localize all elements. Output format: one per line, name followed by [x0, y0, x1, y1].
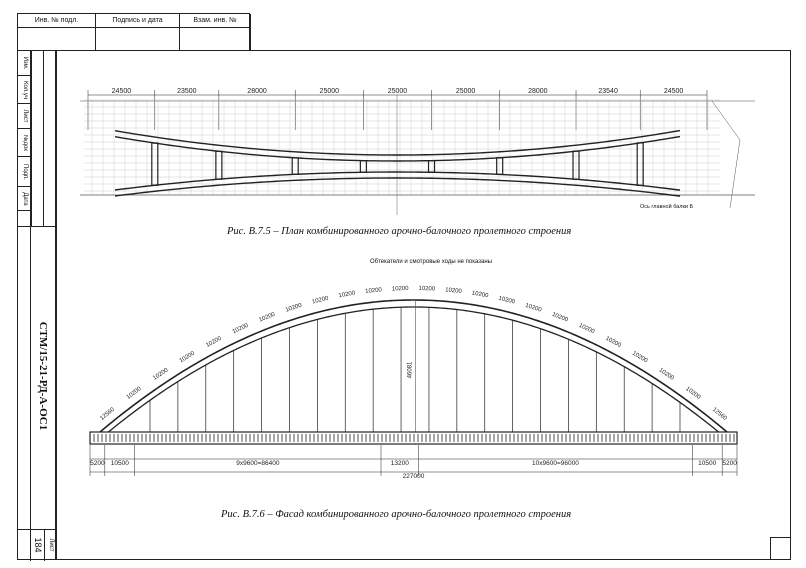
- revision-field: Кол.уч: [18, 76, 31, 104]
- deck-girder: [89, 431, 738, 445]
- arch-bottom-chord: [99, 306, 728, 440]
- revision-field: Подп.: [18, 157, 31, 187]
- arch-segment-label: 10200: [152, 367, 170, 382]
- approval-stamp: Инв. № подл. Подпись и дата Взам. инв. №: [17, 13, 251, 51]
- plan-dimension-label: 25000: [320, 88, 340, 95]
- plan-dimension-label: 24500: [664, 88, 684, 95]
- arch-segment-label: 10200: [631, 351, 649, 365]
- stamp-signature-cell: Подпись и дата: [96, 14, 180, 51]
- top-girder-edge: [114, 135, 681, 162]
- revision-field: Лист: [18, 104, 31, 129]
- bottom-dimension-label: 5200: [722, 460, 737, 467]
- arch-segment-label: 10200: [392, 286, 410, 293]
- arch-segment-label: 10200: [471, 291, 489, 300]
- arch-segment-label: 10200: [179, 350, 197, 364]
- sheet-corner-box: [770, 537, 791, 560]
- axis-leader: [729, 139, 741, 209]
- plan-dimension-label: 23500: [177, 88, 197, 95]
- arch-segment-label: 10200: [285, 303, 303, 314]
- arch-segment-label: 10200: [684, 386, 701, 401]
- top-girder: [114, 129, 681, 156]
- arch-segment-label: 10200: [658, 367, 676, 382]
- stamp-signature-label: Подпись и дата: [96, 14, 179, 28]
- arch-segment-label: 10200: [232, 323, 250, 336]
- total-length-label: 227000: [403, 473, 425, 480]
- bottom-dimension-label: 10х9600=96000: [532, 460, 579, 467]
- arch-segment-label: 10200: [205, 335, 223, 348]
- bottom-dimension-label: 9х9600=86400: [236, 460, 280, 467]
- arch-segment-label: 10200: [445, 287, 463, 295]
- bottom-dimension-label: 13200: [391, 460, 409, 467]
- bottom-dimension-label: 5200: [90, 460, 105, 467]
- plan-dimension-label: 28000: [528, 88, 548, 95]
- cross-beam: [572, 150, 580, 180]
- stamp-inv-no-cell: Инв. № подл.: [18, 14, 96, 51]
- stamp-vzam-cell: Взам. инв. №: [180, 14, 251, 51]
- bottom-dimension-label: 10500: [698, 460, 716, 467]
- bottom-girder: [114, 171, 681, 191]
- arch-segment-label: 10200: [365, 287, 383, 295]
- rise-label: 46081: [408, 361, 414, 378]
- sheet-label: Лист: [44, 529, 57, 561]
- cross-beam: [636, 142, 644, 186]
- arch-segment-label: 10200: [418, 286, 436, 293]
- bottom-girder-edge: [114, 177, 681, 197]
- cross-beam: [359, 160, 367, 173]
- cross-beam: [291, 157, 299, 175]
- axis-leader: [711, 100, 741, 141]
- plan-dimension-label: 28000: [247, 88, 267, 95]
- plan-dimension-label: 25000: [388, 88, 408, 95]
- plan-dimension-label: 23540: [598, 88, 618, 95]
- arch-segment-label: 10200: [604, 336, 622, 349]
- cross-beam: [427, 160, 436, 173]
- bottom-dimension-label: 10500: [111, 460, 129, 467]
- revision-field: Дата: [18, 187, 31, 211]
- arch-segment-label: 10200: [498, 296, 516, 306]
- arch-top-chord: [99, 299, 728, 433]
- axis-note: Ось главной балки Б: [640, 204, 694, 210]
- arch-segment-label: 10200: [126, 386, 143, 401]
- cross-beam: [151, 142, 159, 186]
- arch-segment-label: 10200: [524, 303, 542, 314]
- stamp-vzam-label: Взам. инв. №: [180, 14, 250, 28]
- facade-caption: Рис. В.7.6 – Фасад комбинированного ароч…: [221, 509, 572, 520]
- arch-segment-label: 10200: [338, 290, 356, 299]
- drawing-frame: [56, 50, 791, 560]
- revision-field: Изм.: [18, 51, 31, 76]
- cross-beam: [496, 157, 504, 175]
- revision-field: №док: [18, 129, 31, 157]
- stamp-inv-no-label: Инв. № подл.: [18, 14, 95, 28]
- arch-segment-label: 10200: [258, 312, 276, 324]
- plan-caption: Рис. В.7.5 – План комбинированного арочн…: [227, 226, 572, 237]
- facade-note: Обтекатели и смотровые ходы не показаны: [370, 259, 492, 265]
- plan-dimension-label: 25000: [456, 88, 476, 95]
- arch-segment-label: 10200: [551, 312, 569, 324]
- arch-segment-label: 10200: [578, 323, 596, 336]
- cross-beam: [215, 150, 223, 180]
- arch-segment-label: 10200: [312, 296, 330, 306]
- plan-dimension-label: 24500: [112, 88, 132, 95]
